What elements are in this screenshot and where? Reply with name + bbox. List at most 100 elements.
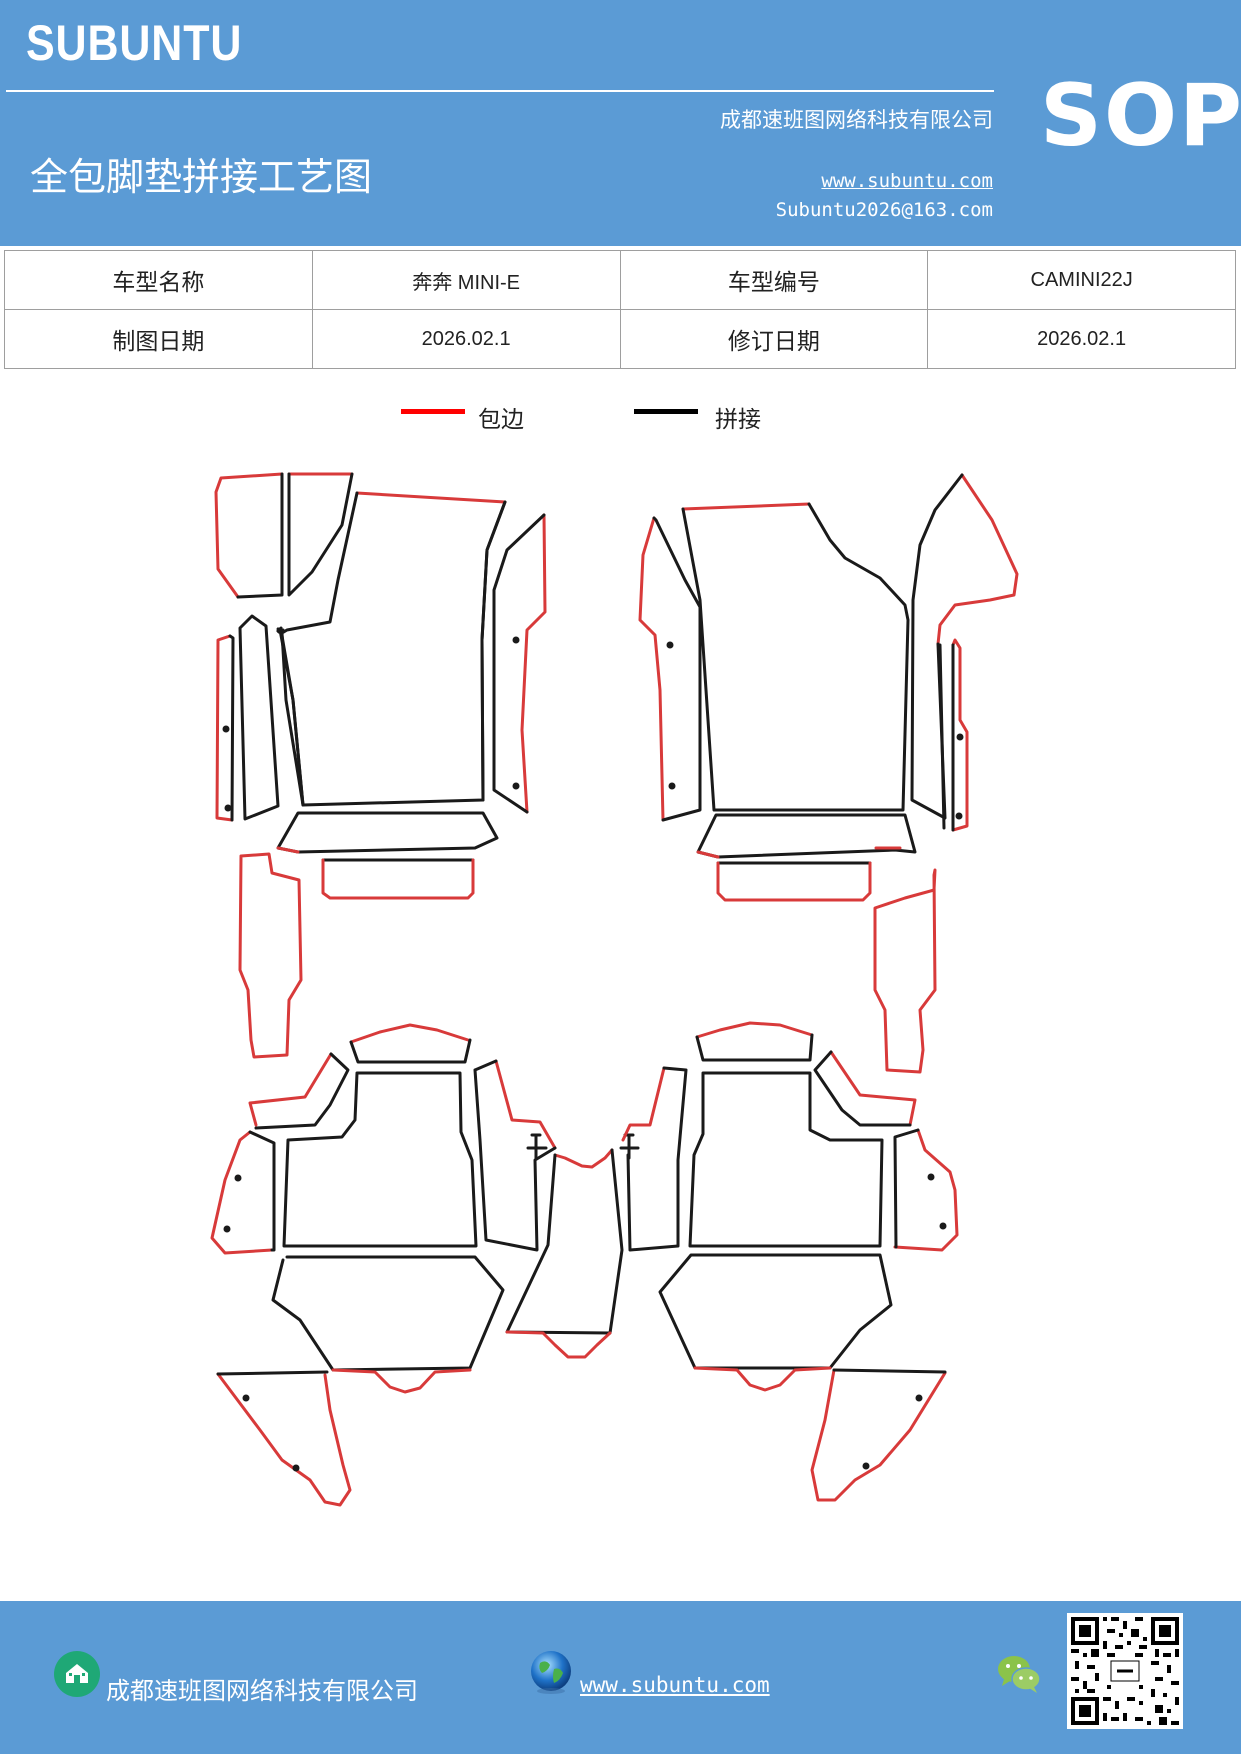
legend-swatch-seam xyxy=(634,409,698,414)
mat-piece xyxy=(520,513,547,814)
mat-piece xyxy=(228,634,235,822)
marker-dot xyxy=(234,1174,242,1182)
marker-dot xyxy=(222,725,230,733)
marker-dot xyxy=(956,733,964,741)
mat-piece xyxy=(248,1130,276,1252)
mat-piece xyxy=(254,1052,350,1130)
header-divider xyxy=(6,90,994,92)
draw-date-value: 2026.02.1 xyxy=(311,309,621,369)
header-email: Subuntu2026@163.com xyxy=(775,199,993,221)
mat-piece xyxy=(214,472,284,599)
mat-piece xyxy=(810,1368,947,1502)
header-banner: SUBUNTU 成都速班图网络科技有限公司 全包脚垫拼接工艺图 www.subu… xyxy=(0,0,1241,246)
mat-piece xyxy=(526,1133,548,1160)
mat-piece xyxy=(893,1128,920,1249)
mat-piece xyxy=(621,1066,666,1142)
mat-piece xyxy=(893,1128,959,1252)
mat-piece xyxy=(696,846,902,859)
mat-piece xyxy=(331,1368,472,1394)
mat-piece xyxy=(492,513,546,814)
marker-dot xyxy=(939,1222,947,1230)
marker-dot xyxy=(223,1225,231,1233)
table-row: 车型名称 奔奔 MINI-E 车型编号 CAMINI22J xyxy=(4,250,1236,310)
mat-piece xyxy=(693,1366,832,1392)
mat-piece xyxy=(238,614,280,821)
legend-label-seam: 拼接 xyxy=(715,407,761,433)
marker-dot xyxy=(512,782,520,790)
mat-piece xyxy=(494,1059,557,1150)
footer-website-link[interactable]: www.subuntu.com xyxy=(580,1673,770,1697)
mat-piece xyxy=(938,643,955,832)
floor-mat-diagram xyxy=(210,472,1019,1507)
mat-piece xyxy=(553,1148,614,1169)
mat-piece xyxy=(652,516,702,822)
front-left-mat-set xyxy=(214,472,547,1059)
marker-dot xyxy=(292,1464,300,1472)
model-code-value: CAMINI22J xyxy=(927,250,1236,310)
header-website-link[interactable]: www.subuntu.com xyxy=(821,170,993,192)
mat-piece xyxy=(210,1130,274,1255)
mat-piece xyxy=(480,500,507,802)
legend: 包边 拼接 xyxy=(0,400,1241,440)
mat-piece xyxy=(355,491,507,504)
marker-dot xyxy=(242,1394,250,1402)
draw-date-label: 制图日期 xyxy=(4,309,313,369)
rear-right-mat-set xyxy=(621,1021,959,1502)
mat-piece xyxy=(832,1368,947,1374)
mat-piece xyxy=(473,1059,557,1252)
mat-piece xyxy=(276,846,300,854)
marker-dot xyxy=(915,1394,923,1402)
page-title: 全包脚垫拼接工艺图 xyxy=(30,155,373,199)
brand-logo: SUBUNTU xyxy=(26,15,243,71)
mat-piece xyxy=(695,1033,814,1062)
marker-dot xyxy=(668,782,676,790)
mat-piece xyxy=(813,1050,912,1127)
mat-piece xyxy=(276,627,305,807)
mat-piece xyxy=(681,502,811,511)
model-name-value: 奔奔 MINI-E xyxy=(311,250,621,310)
mat-piece xyxy=(873,868,937,1074)
mat-piece xyxy=(716,861,872,902)
mat-piece xyxy=(695,1021,814,1039)
footer-company: 成都速班图网络科技有限公司 xyxy=(106,1677,418,1705)
mat-piece xyxy=(505,1148,624,1335)
mat-piece xyxy=(280,491,359,807)
table-row: 制图日期 2026.02.1 修订日期 2026.02.1 xyxy=(4,309,1236,369)
mat-piece xyxy=(658,1253,893,1370)
mat-piece xyxy=(321,858,475,900)
wechat-icon[interactable] xyxy=(996,1653,1042,1695)
mat-piece xyxy=(236,472,284,599)
marker-dot xyxy=(862,1462,870,1470)
mat-piece xyxy=(238,852,303,1059)
model-name-label: 车型名称 xyxy=(4,250,313,310)
rear-left-mat-set xyxy=(210,1023,640,1507)
mat-piece xyxy=(681,502,910,812)
marker-dot xyxy=(512,636,520,644)
mat-piece xyxy=(271,1255,505,1372)
legend-swatch-edge xyxy=(401,409,465,414)
mat-piece xyxy=(276,811,499,854)
model-code-label: 车型编号 xyxy=(619,250,929,310)
sop-badge: SOP xyxy=(1040,66,1241,166)
mat-piece xyxy=(936,473,1019,646)
mat-piece xyxy=(688,1071,884,1248)
marker-dot xyxy=(955,812,963,820)
front-right-mat-set xyxy=(638,473,1019,1074)
mat-piece xyxy=(276,500,507,807)
mat-piece xyxy=(638,516,665,822)
globe-icon xyxy=(528,1649,574,1695)
mat-piece xyxy=(216,1370,329,1376)
mat-piece xyxy=(287,472,354,597)
header-company: 成都速班图网络科技有限公司 xyxy=(720,108,993,132)
mat-piece xyxy=(349,1038,472,1064)
info-table: 车型名称 奔奔 MINI-E 车型编号 CAMINI22J 制图日期 2026.… xyxy=(4,250,1236,369)
mat-piece xyxy=(282,1071,478,1248)
mat-piece xyxy=(505,1330,612,1359)
home-icon xyxy=(54,1651,100,1697)
marker-dot xyxy=(927,1173,935,1181)
qr-code xyxy=(1067,1613,1183,1729)
revise-date-value: 2026.02.1 xyxy=(927,309,1236,369)
mat-piece xyxy=(829,1050,917,1127)
mat-piece xyxy=(216,1372,352,1507)
mat-piece xyxy=(349,1023,470,1044)
